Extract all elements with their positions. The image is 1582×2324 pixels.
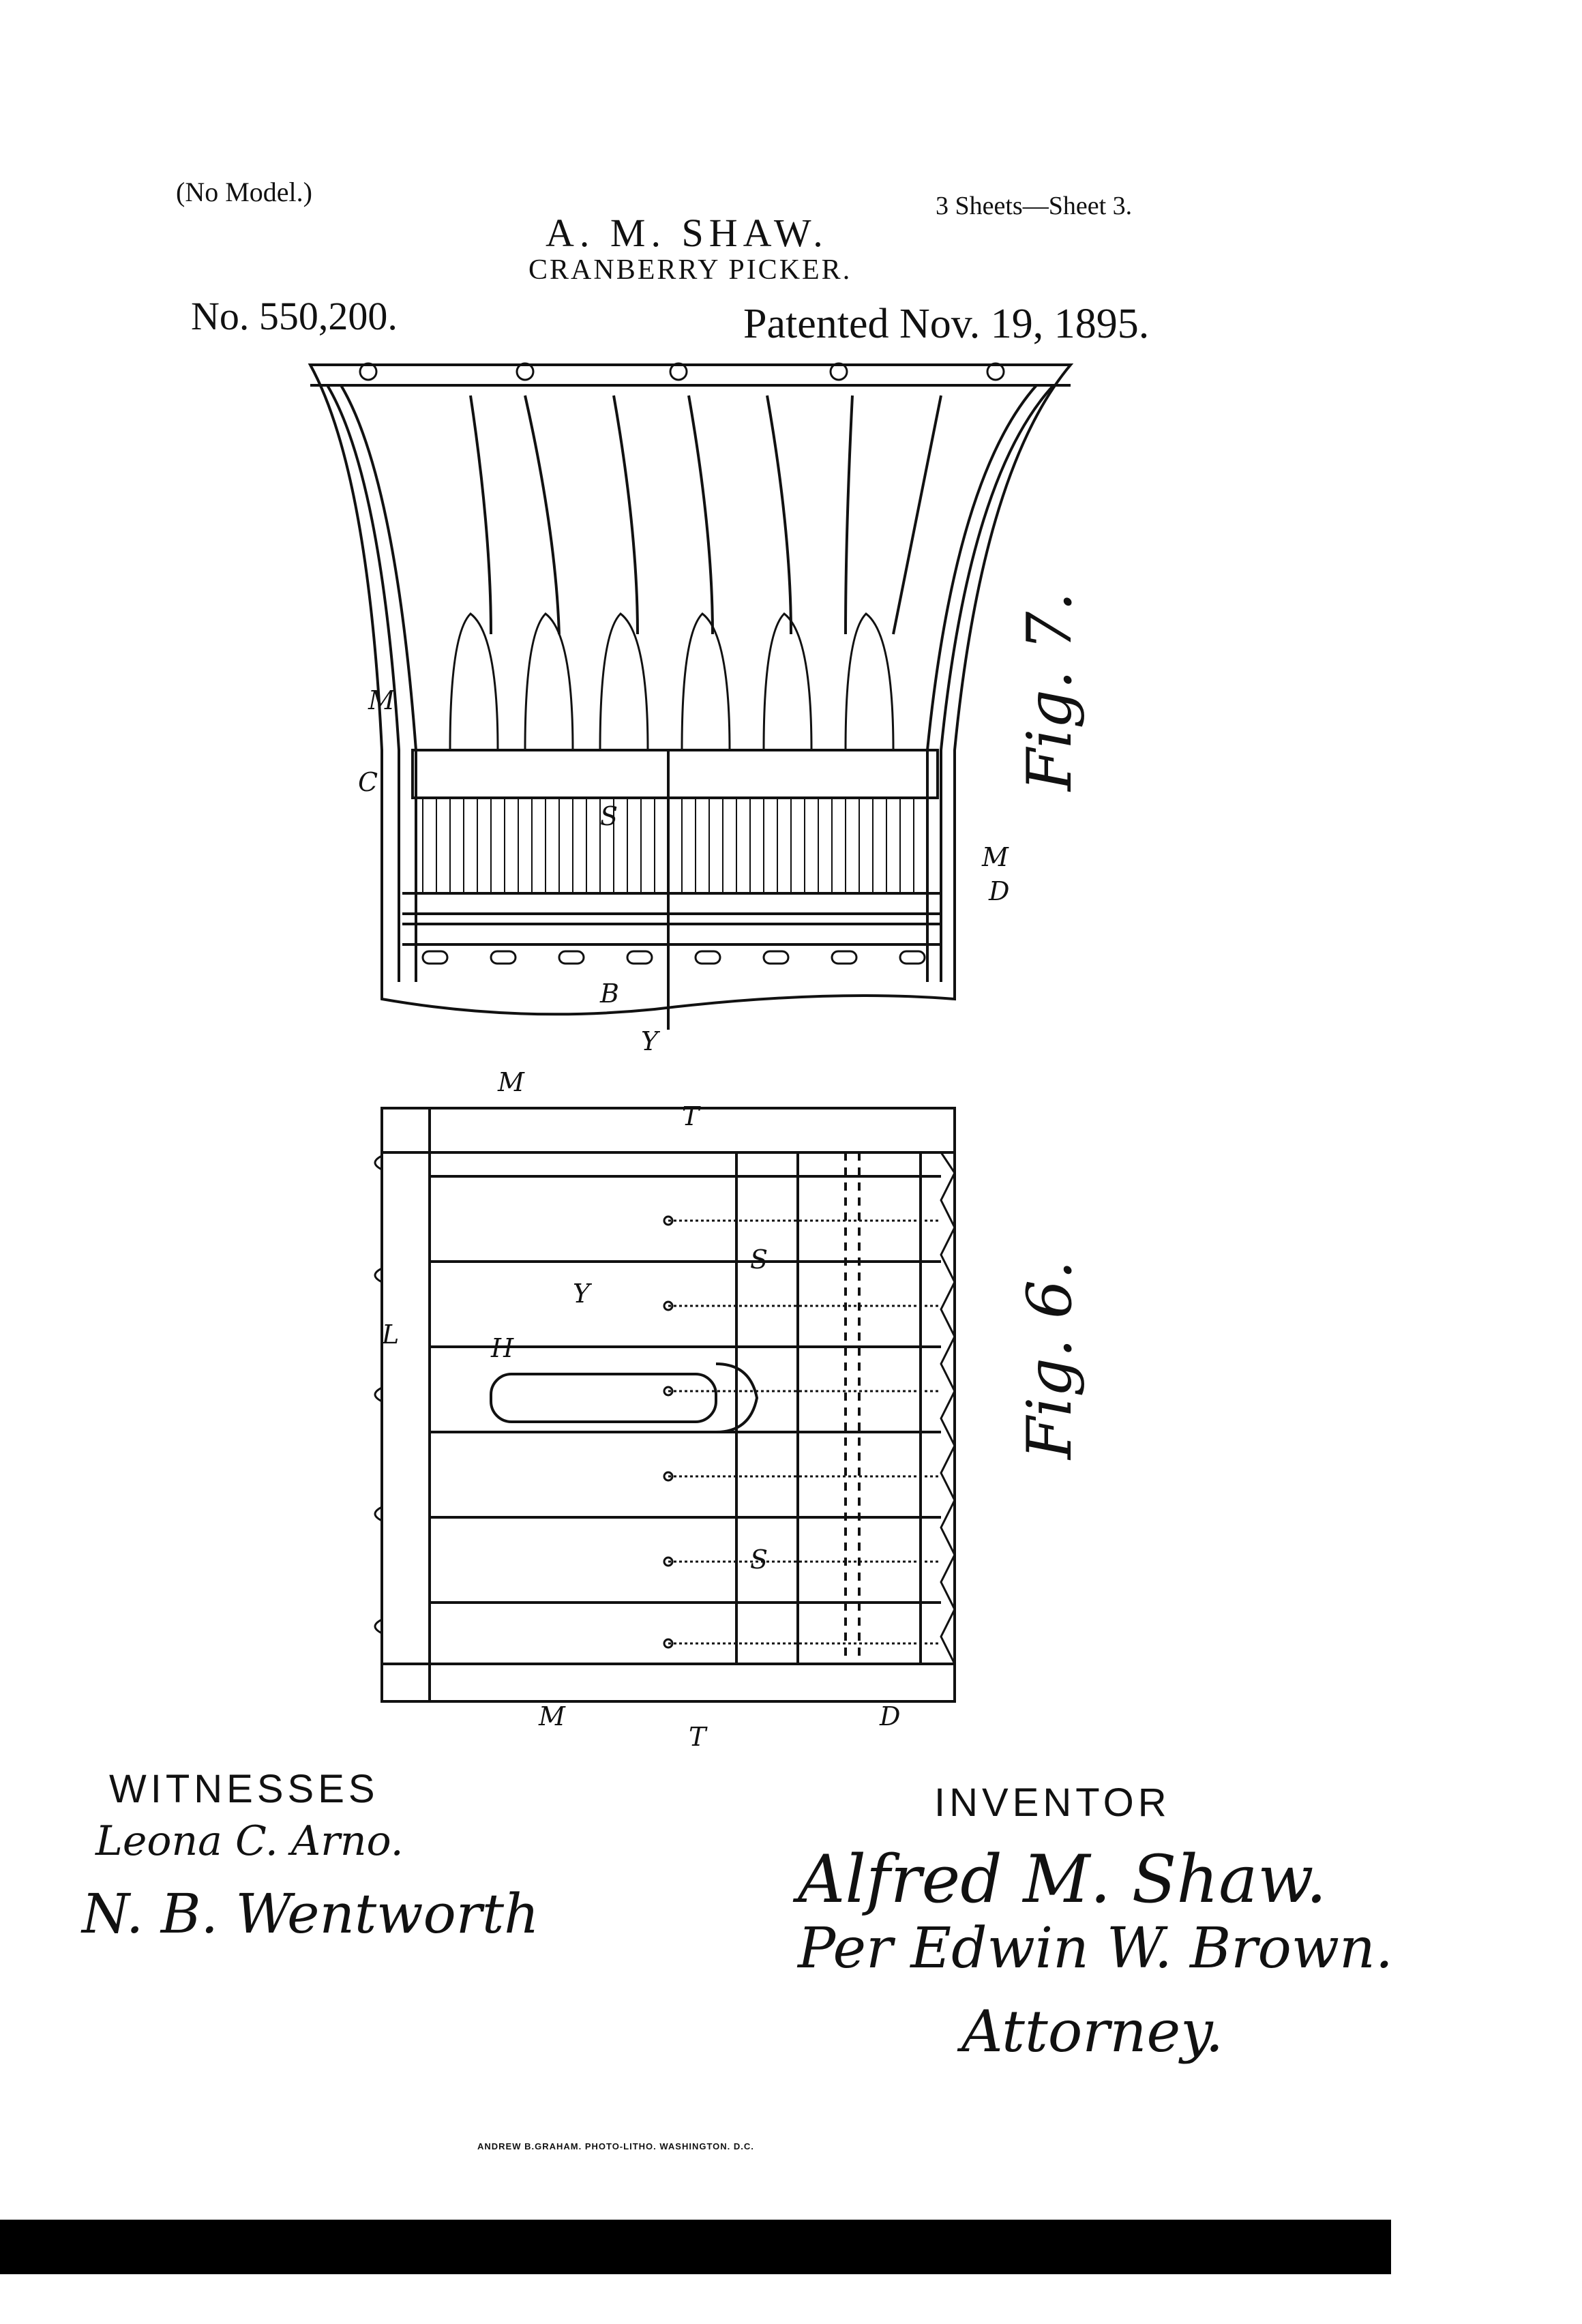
fig6-ref-label: T [682, 1101, 701, 1131]
fig6-ref-label: H [490, 1333, 514, 1363]
fig7-ref-label: S [600, 801, 618, 831]
fig6-ref-label: D [879, 1701, 900, 1731]
fig6-ref-label: S [750, 1545, 768, 1575]
invention-title: CRANBERRY PICKER. [528, 254, 852, 286]
witness-signature: Leona C. Arno. [95, 1817, 404, 1865]
fig7-ref-label: B [599, 979, 619, 1009]
patent-date: Patented Nov. 19, 1895. [743, 301, 1150, 347]
sheet-count: 3 Sheets—Sheet 3. [936, 192, 1133, 220]
fig7-ref-label: M [368, 685, 395, 715]
fig7-label: Fig. 7. [1014, 592, 1086, 792]
inventor-label: INVENTOR [934, 1781, 1171, 1825]
attorney-role: Attorney. [961, 1998, 1224, 2065]
witnesses-label: WITNESSES [109, 1767, 379, 1811]
fig7-drawing [308, 362, 1074, 1030]
witness-signature: N. B. Wentworth [82, 1882, 539, 1946]
inventor-name: A. M. SHAW. [546, 211, 829, 255]
fig6-drawing [374, 1107, 956, 1703]
fig6-label: Fig. 6. [1014, 1260, 1086, 1461]
attorney-line: Per Edwin W. Brown. [798, 1916, 1393, 1981]
fig6-ref-label: Y [573, 1279, 593, 1309]
fig7-ref-label: D [988, 876, 1009, 906]
fig6-ref-label: M [497, 1067, 525, 1097]
fig6-ref-label: M [538, 1701, 566, 1731]
engraver-credit: ANDREW B.GRAHAM. PHOTO-LITHO. WASHINGTON… [477, 2141, 754, 2151]
fig6-ref-label: S [750, 1245, 768, 1275]
fig6-ref-label: L [381, 1320, 399, 1350]
fig7-ref-label: Y [641, 1026, 661, 1056]
fig7-ref-label: M [981, 842, 1009, 872]
fig6-ref-label: T [689, 1722, 708, 1752]
no-model-note: (No Model.) [176, 177, 312, 207]
fig7-ref-label: C [358, 767, 378, 797]
patent-number: No. 550,200. [191, 294, 398, 338]
scan-border-bar [0, 2220, 1391, 2274]
inventor-signature: Alfred M. Shaw. [798, 1841, 1327, 1918]
